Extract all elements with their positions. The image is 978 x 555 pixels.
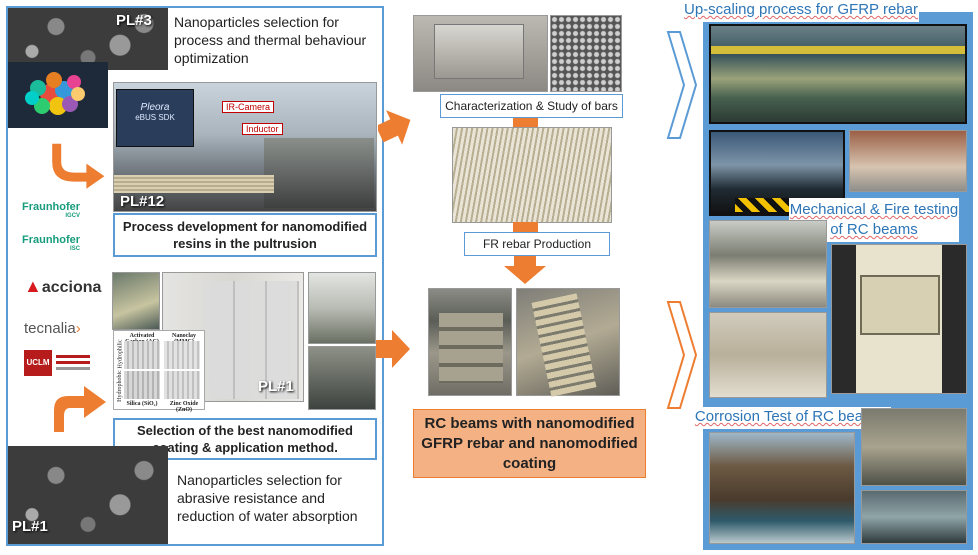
conveyor-photo: [709, 130, 845, 216]
cracked-beam-photo: [709, 312, 827, 398]
beam-cage: [531, 293, 597, 397]
uclm-logo: UCLM: [24, 350, 94, 378]
clamp-test-photo: [413, 15, 548, 92]
coating-application-photo: [308, 272, 376, 344]
result-box: RC beams with nanomodified GFRP rebar an…: [413, 409, 646, 478]
arrow-right-icon: [376, 330, 410, 368]
tecnalia-logo: tecnalia›: [24, 320, 81, 337]
igcv-subtext: IGCV: [65, 213, 81, 219]
curved-arrow-icon: [54, 386, 106, 432]
pl1-label: PL#1: [12, 518, 48, 535]
inductor-tag: Inductor: [242, 123, 283, 135]
coastal-cliff-photo: [709, 432, 855, 544]
fire-furnace-photo: [831, 244, 967, 394]
coating-sample-photo: [112, 272, 160, 330]
arrow-right-icon: [378, 110, 411, 145]
rc-beam-formwork-photo: [428, 288, 512, 396]
acciona-text: acciona: [41, 279, 102, 296]
furnace-panel: [860, 275, 940, 335]
nanoparticle-cluster-image: [8, 62, 108, 128]
corrosion-title: Corrosion Test of RC beams: [687, 407, 891, 429]
grid-cell: [164, 371, 200, 399]
ebus-screen: Pleora eBUS SDK: [116, 89, 194, 147]
pl1-sem-image: [8, 446, 168, 544]
machine-body: [264, 138, 374, 208]
salt-bath-photo: [861, 490, 967, 544]
screen-brand: Pleora: [140, 102, 170, 113]
grid-footer-zno: Zinc Oxide (ZnO): [169, 401, 199, 413]
uclm-badge: UCLM: [24, 350, 52, 376]
column-test-photo: [849, 130, 967, 192]
corrosion-tank-photo: [861, 408, 967, 486]
arrow-down-icon: [504, 256, 546, 284]
acciona-mark-icon: ▲: [24, 276, 42, 296]
fraunhofer-logo-text: Fraunhofer: [22, 234, 81, 246]
grid-row-hydrophilic: Hydrophilic: [117, 339, 124, 369]
acciona-logo: ▲acciona: [24, 276, 101, 297]
pl1-mid-label: PL#1: [258, 378, 294, 395]
rc-beam-reinforcement-photo: [516, 288, 620, 397]
pultrusion-machine-photo: Pleora eBUS SDK IR-Camera Inductor: [113, 82, 377, 212]
fiber-micrograph-photo: [550, 15, 622, 92]
fraunhofer-isc-logo: Fraunhofer ISC: [22, 234, 80, 252]
fr-production-caption: FR rebar Production: [464, 232, 610, 256]
formwork-slab: [439, 313, 503, 383]
tecnalia-mark-icon: ›: [75, 320, 81, 337]
clamp-block: [434, 24, 524, 79]
center-connector: [513, 222, 538, 232]
fr-rebar-photo: [452, 127, 612, 223]
pl3-description: Nanoparticles selection for process and …: [174, 14, 367, 66]
ir-camera-tag: IR-Camera: [222, 101, 275, 113]
pl3-label: PL#3: [116, 12, 152, 29]
chevron-right-icon: [666, 301, 698, 409]
fraunhofer-logo-text: Fraunhofer: [22, 201, 81, 213]
uclm-subtext-lines: [56, 355, 90, 358]
grid-cell: [124, 341, 160, 369]
broken-beam-photo: [709, 220, 827, 308]
grid-row-hydrophobic: Hydrophobic: [116, 370, 123, 402]
characterization-caption: Characterization & Study of bars: [440, 94, 623, 118]
nanoparticle-cluster-graphic: [25, 72, 85, 115]
fraunhofer-igcv-logo: Fraunhofer IGCV: [22, 201, 80, 219]
crane-beam: [711, 46, 965, 54]
pl3-sem-image: [8, 8, 168, 70]
pl1-description: Nanoparticles selection for abrasive res…: [177, 472, 358, 524]
grid-cell: [164, 341, 200, 369]
panel-grid: [203, 281, 299, 399]
coating-comparison-grid: Activated Carbon (AC) Nanoclay (MMC) Hyd…: [113, 330, 205, 413]
factory-photo: [709, 24, 967, 124]
isc-subtext: ISC: [70, 246, 81, 252]
chevron-right-icon: [666, 31, 698, 139]
grid-footer-sio2: Silica (SiO₂): [126, 401, 158, 407]
grid-cell: [124, 371, 160, 399]
curved-arrow-icon: [52, 143, 105, 189]
pultrusion-caption: Process development for nanomodified res…: [113, 213, 377, 257]
upscaling-title: Up-scaling process for GFRP rebar: [683, 0, 919, 22]
coated-panels-photo: [162, 272, 304, 402]
pl12-label: PL#12: [120, 193, 165, 210]
tecnalia-text: tecnalia: [24, 320, 76, 337]
screen-sub: eBUS SDK: [135, 113, 175, 122]
coating-tank-photo: [308, 346, 376, 410]
rebar-bundle: [114, 175, 274, 193]
